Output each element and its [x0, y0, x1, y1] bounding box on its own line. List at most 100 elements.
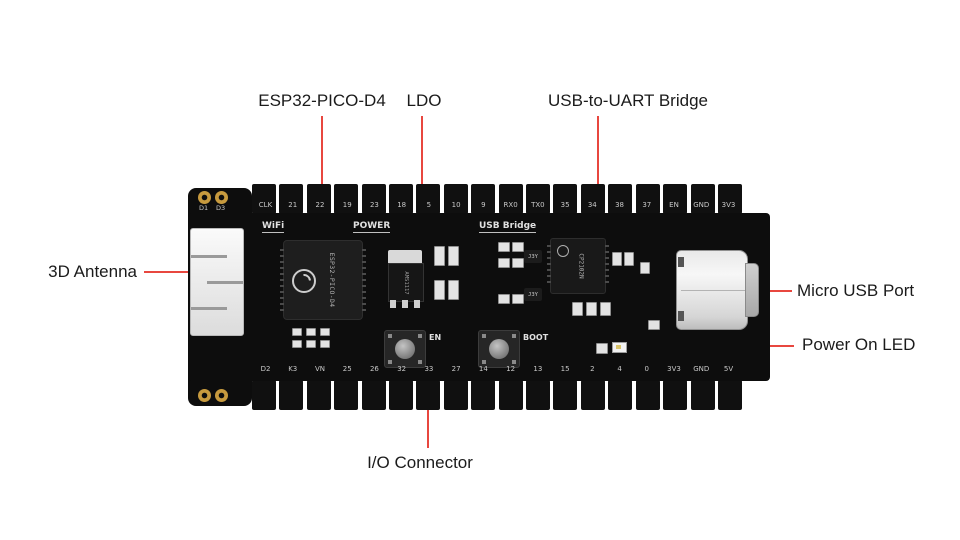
- smd-pad: [498, 294, 510, 304]
- pin-label: GND: [693, 201, 710, 209]
- antenna-slot: [191, 255, 227, 258]
- callout-line-micro-usb: [753, 290, 792, 292]
- pin-label: 0: [644, 365, 650, 373]
- pin-label: 9: [481, 201, 486, 209]
- pin-header-block: [580, 184, 605, 214]
- silkscreen-wifi: WiFi: [262, 221, 285, 233]
- pin-label: VN: [314, 365, 325, 373]
- boot-button[interactable]: [478, 330, 520, 368]
- smd-pad: [612, 252, 622, 266]
- pin-header-block: [389, 380, 414, 410]
- callout-antenna-label: 3D Antenna: [48, 262, 137, 281]
- pin-header-block: [580, 380, 605, 410]
- smd-capacitor: [448, 246, 459, 266]
- pin-label: RX0: [503, 201, 518, 209]
- silkscreen-power: POWER: [353, 221, 391, 233]
- smd-pad: [586, 302, 597, 316]
- smd-pad: [320, 328, 330, 336]
- pin-label: 2: [590, 365, 595, 373]
- pin-label: 13: [533, 365, 543, 373]
- smd-pad: [498, 258, 510, 268]
- pin-header-block: [526, 184, 551, 214]
- ldo-regulator: AMS1117: [388, 263, 424, 302]
- smd-pad: [512, 258, 524, 268]
- esp32-pico-d4-chip: ESP32-PICO-D4: [280, 240, 366, 320]
- pin-header-block: [334, 380, 359, 410]
- pin-header-block: [717, 380, 742, 410]
- gold-pad: [198, 389, 211, 402]
- pin-label: 22: [315, 201, 325, 209]
- callout-line-io-connector: [427, 401, 429, 448]
- pin-label: 10: [451, 201, 461, 209]
- espressif-logo-icon: [292, 269, 316, 293]
- pin-label: 35: [560, 201, 570, 209]
- top-pin-header: [252, 184, 742, 214]
- ldo-leg: [414, 300, 420, 308]
- bottom-pin-header: [252, 380, 742, 410]
- pin-header-block: [471, 184, 496, 214]
- gold-pad: [215, 191, 228, 204]
- pin-label: 14: [478, 365, 488, 373]
- pin-label: GND: [693, 365, 710, 373]
- pin-label: 5V: [723, 365, 734, 373]
- callout-ldo-label: LDO: [406, 91, 442, 110]
- usb-mount-tab: [678, 257, 684, 267]
- pin-label: 18: [397, 201, 407, 209]
- smd-pad: [640, 262, 650, 274]
- smd-capacitor: [448, 280, 459, 300]
- smd-capacitor: [434, 280, 445, 300]
- pin-label: CLK: [258, 201, 273, 209]
- silabs-logo-icon: [557, 245, 569, 257]
- pin-header-block: [443, 184, 468, 214]
- pin-header-block: [306, 184, 331, 214]
- pin-header-block: [389, 184, 414, 214]
- usb-shell-seam: [681, 290, 747, 291]
- pin-header-block: [361, 184, 386, 214]
- callout-line-esp32: [321, 116, 323, 244]
- pin-label: 37: [642, 201, 652, 209]
- pin-label: 33: [424, 365, 434, 373]
- transistor: J3Y: [524, 288, 542, 301]
- pin-header-block: [635, 380, 660, 410]
- pin-header-block: [498, 380, 523, 410]
- pin-label: TX0: [531, 201, 545, 209]
- pin-label: EN: [669, 201, 679, 209]
- smd-pad: [306, 328, 316, 336]
- pin-header-block: [306, 380, 331, 410]
- pin-header-block: [471, 380, 496, 410]
- pin-header-block: [608, 380, 633, 410]
- pad-label-d1: D1: [199, 204, 209, 212]
- pin-header-block: [635, 184, 660, 214]
- callout-power-led-label: Power On LED: [802, 335, 916, 354]
- pin-label: 3V3: [667, 365, 681, 373]
- pin-label: K3: [288, 365, 298, 373]
- usb-connector-lip: [745, 263, 759, 317]
- ldo-leg: [402, 300, 408, 308]
- pin-label: 5: [426, 201, 432, 209]
- micro-usb-port[interactable]: [676, 250, 759, 330]
- usb-mount-tab: [678, 311, 684, 321]
- callout-esp32-label: ESP32-PICO-D4: [258, 91, 386, 110]
- usb-uart-bridge-chip: CP2102N: [547, 238, 609, 294]
- pin-label: 21: [288, 201, 298, 209]
- antenna-slot: [191, 307, 227, 310]
- smd-pad: [624, 252, 634, 266]
- smd-pad: [292, 328, 302, 336]
- smd-pad: [600, 302, 611, 316]
- esp32-chip-marking: ESP32-PICO-D4: [328, 252, 337, 308]
- en-button[interactable]: [384, 330, 426, 368]
- power-on-led: [612, 342, 627, 353]
- pin-header-block: [553, 184, 578, 214]
- pin-header-block: [334, 184, 359, 214]
- pin-header-block: [443, 380, 468, 410]
- pin-label: 23: [369, 201, 379, 209]
- pin-label: 12: [506, 365, 516, 373]
- pin-label: 25: [342, 365, 352, 373]
- gold-pad: [215, 389, 228, 402]
- smd-pad: [572, 302, 583, 316]
- callout-io-connector-label: I/O Connector: [367, 453, 473, 472]
- pin-label: 26: [369, 365, 379, 373]
- pin-header-block: [279, 380, 304, 410]
